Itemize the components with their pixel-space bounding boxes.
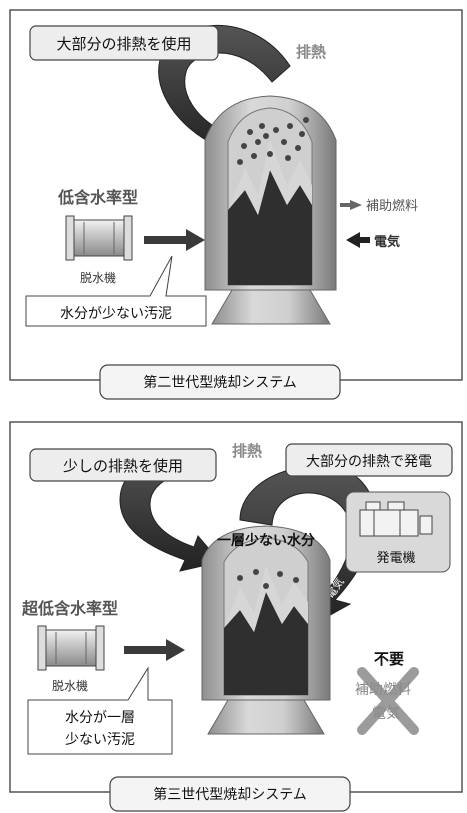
dewater-type-label: 超低含水率型: [21, 599, 118, 618]
system-title: 第二世代型焼却システム: [143, 374, 297, 391]
input-fuel-label: 補助燃料: [366, 198, 418, 214]
cross-out-icon: [357, 667, 419, 735]
dewater-machine-label: 脱水機: [52, 678, 88, 693]
callout-text: 少しの排熱を使用: [63, 457, 183, 475]
incinerator: [204, 95, 337, 325]
incinerator: [201, 525, 331, 735]
sludge-feed-arrow: [144, 229, 205, 251]
power-callout-text: 大部分の排熱で発電: [306, 454, 432, 470]
input-electricity-label: 電気: [374, 234, 400, 250]
system-title: 第三世代型焼却システム: [153, 786, 307, 803]
generator-label: 発電機: [376, 551, 415, 566]
sludge-label-line2: 少ない汚泥: [65, 732, 135, 748]
dewatering-machine-icon: [65, 215, 133, 261]
dewater-type-label: 低含水率型: [57, 188, 138, 207]
panel-second-generation: 大部分の排熱を使用 排熱 低含水率型 脱水機: [9, 9, 463, 400]
callout-box: [29, 25, 219, 61]
callout-box: [29, 448, 217, 482]
sludge-label: 水分が少ない汚泥: [60, 306, 172, 322]
exhaust-label: 排熱: [232, 442, 262, 460]
unneeded-label: 不要: [374, 650, 404, 668]
power-callout-box: [285, 443, 453, 477]
system-title-box: [99, 364, 341, 400]
sludge-feed-arrow: [124, 639, 185, 661]
moisture-label: 一層少ない水分: [217, 532, 315, 549]
fuel-arrow: [340, 200, 362, 210]
panel-third-generation: 電気 少しの排熱を使用 排熱 大部分の排熱で発電 発電機: [9, 421, 463, 812]
exhaust-label: 排熱: [296, 43, 326, 61]
generator-icon: [359, 501, 433, 537]
sludge-label-line1: 水分が一層: [65, 710, 135, 726]
electricity-arrow: [346, 232, 370, 248]
callout-text: 大部分の排熱を使用: [56, 35, 191, 53]
dewatering-machine-icon: [37, 625, 105, 671]
system-title-box: [109, 776, 351, 812]
dewater-machine-label: 脱水機: [80, 270, 116, 285]
sludge-callout: [25, 255, 207, 327]
sludge-callout: [27, 666, 173, 755]
